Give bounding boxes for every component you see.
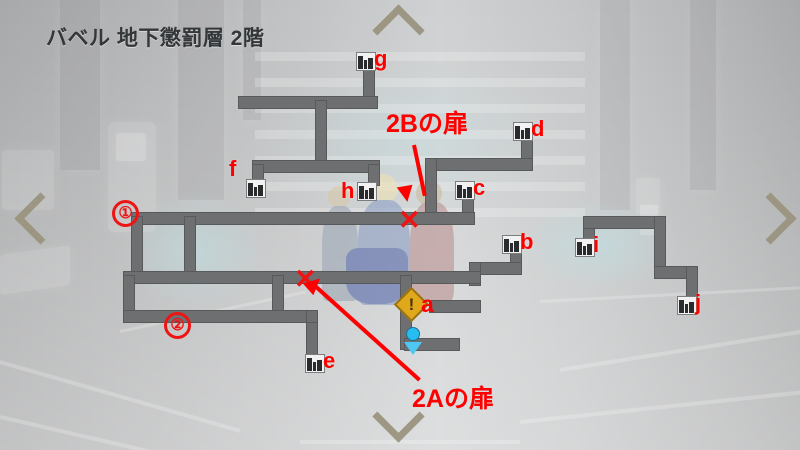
chest-bar — [463, 189, 466, 198]
chest-bar — [515, 126, 520, 139]
marker-circle-2: ② — [164, 312, 191, 339]
chest-bar — [514, 241, 519, 252]
chest-label-b: b — [520, 229, 534, 254]
corridor-segment — [425, 158, 533, 171]
corridor-segment — [429, 300, 481, 313]
bg-wall-slab — [243, 0, 261, 120]
chest-bar — [685, 304, 688, 313]
chest-bar — [248, 183, 253, 196]
chest-bar — [525, 128, 530, 139]
bg-stair — [255, 156, 585, 165]
chest-bar — [504, 239, 509, 252]
corridor-segment — [123, 310, 318, 323]
bg-glow — [520, 200, 680, 290]
player-position-dot — [406, 327, 420, 341]
bg-stair — [255, 104, 585, 113]
chest-label-i: i — [593, 232, 600, 257]
chest-icon[interactable]: h — [341, 180, 377, 202]
chest-bar — [254, 187, 257, 196]
chest-icon[interactable]: e — [305, 350, 335, 373]
chest-bar — [679, 300, 684, 313]
bg-wall-slab — [116, 133, 146, 161]
chest-bar — [365, 190, 368, 199]
chest-label-g: g — [374, 46, 388, 71]
chest-bar — [358, 56, 363, 69]
chest-bar — [467, 187, 472, 198]
chest-icon[interactable]: g — [356, 48, 387, 71]
bg-glow — [255, 60, 555, 220]
chest-label-e: e — [323, 348, 336, 373]
corridor-segment — [425, 158, 437, 216]
bg-stair — [255, 78, 585, 87]
quest-label-a: a — [421, 291, 434, 317]
door-2b-x-mark: ✕ — [398, 205, 421, 235]
chest-bar — [368, 58, 373, 69]
chest-label-j: j — [695, 290, 702, 315]
chest-bar — [307, 358, 312, 371]
bg-wall-slab — [690, 0, 716, 190]
chest-bar — [510, 243, 513, 252]
chest-icon[interactable]: c — [455, 177, 485, 200]
annotation-arrow-2b-head — [396, 184, 416, 204]
corridor-segment — [252, 160, 380, 173]
chest-bar — [258, 185, 263, 196]
chest-bar — [359, 186, 364, 199]
corridor-segment — [131, 212, 475, 225]
corridor-segment — [306, 310, 318, 323]
bg-wall-slab — [600, 0, 630, 210]
chest-bar — [521, 130, 524, 139]
chest-bar — [364, 60, 367, 69]
bg-wall-slab — [2, 150, 54, 210]
player-position-arrow — [404, 342, 422, 355]
chest-icon[interactable]: d — [513, 118, 544, 141]
door-2a-x-mark: ✕ — [294, 264, 317, 294]
bg-wall-slab — [178, 0, 224, 200]
bg-wall-slab — [60, 0, 100, 170]
corridor-segment — [184, 216, 196, 278]
chest-bar — [577, 242, 582, 255]
chest-bar — [369, 188, 374, 199]
chest-label-f: f — [229, 156, 237, 181]
bg-stair — [255, 52, 585, 61]
page-title: バベル 地下懲罰層 2階 — [46, 27, 265, 50]
chest-icon[interactable]: b — [502, 231, 533, 254]
bg-stair — [255, 130, 585, 139]
chest-label-d: d — [531, 116, 545, 141]
annotation-door-2a: 2Aの扉 — [412, 385, 494, 413]
chest-icon[interactable]: f — [229, 158, 266, 198]
chest-icon[interactable]: j — [677, 292, 701, 315]
chest-bar — [317, 360, 322, 371]
corridor-segment — [131, 216, 143, 278]
chest-bar — [689, 302, 694, 313]
chest-label-c: c — [473, 175, 486, 200]
chest-icon[interactable]: i — [575, 234, 599, 257]
marker-circle-1: ① — [112, 200, 139, 227]
corridor-segment — [315, 100, 327, 168]
chest-bar — [457, 185, 462, 198]
chest-bar — [313, 362, 316, 371]
bg-floor-line — [300, 440, 520, 444]
chest-bar — [583, 246, 586, 255]
bg-figure — [328, 186, 350, 208]
corridor-segment — [238, 96, 378, 109]
chest-label-h: h — [341, 178, 355, 203]
chest-bar — [587, 244, 592, 255]
annotation-door-2b: 2Bの扉 — [386, 110, 468, 138]
